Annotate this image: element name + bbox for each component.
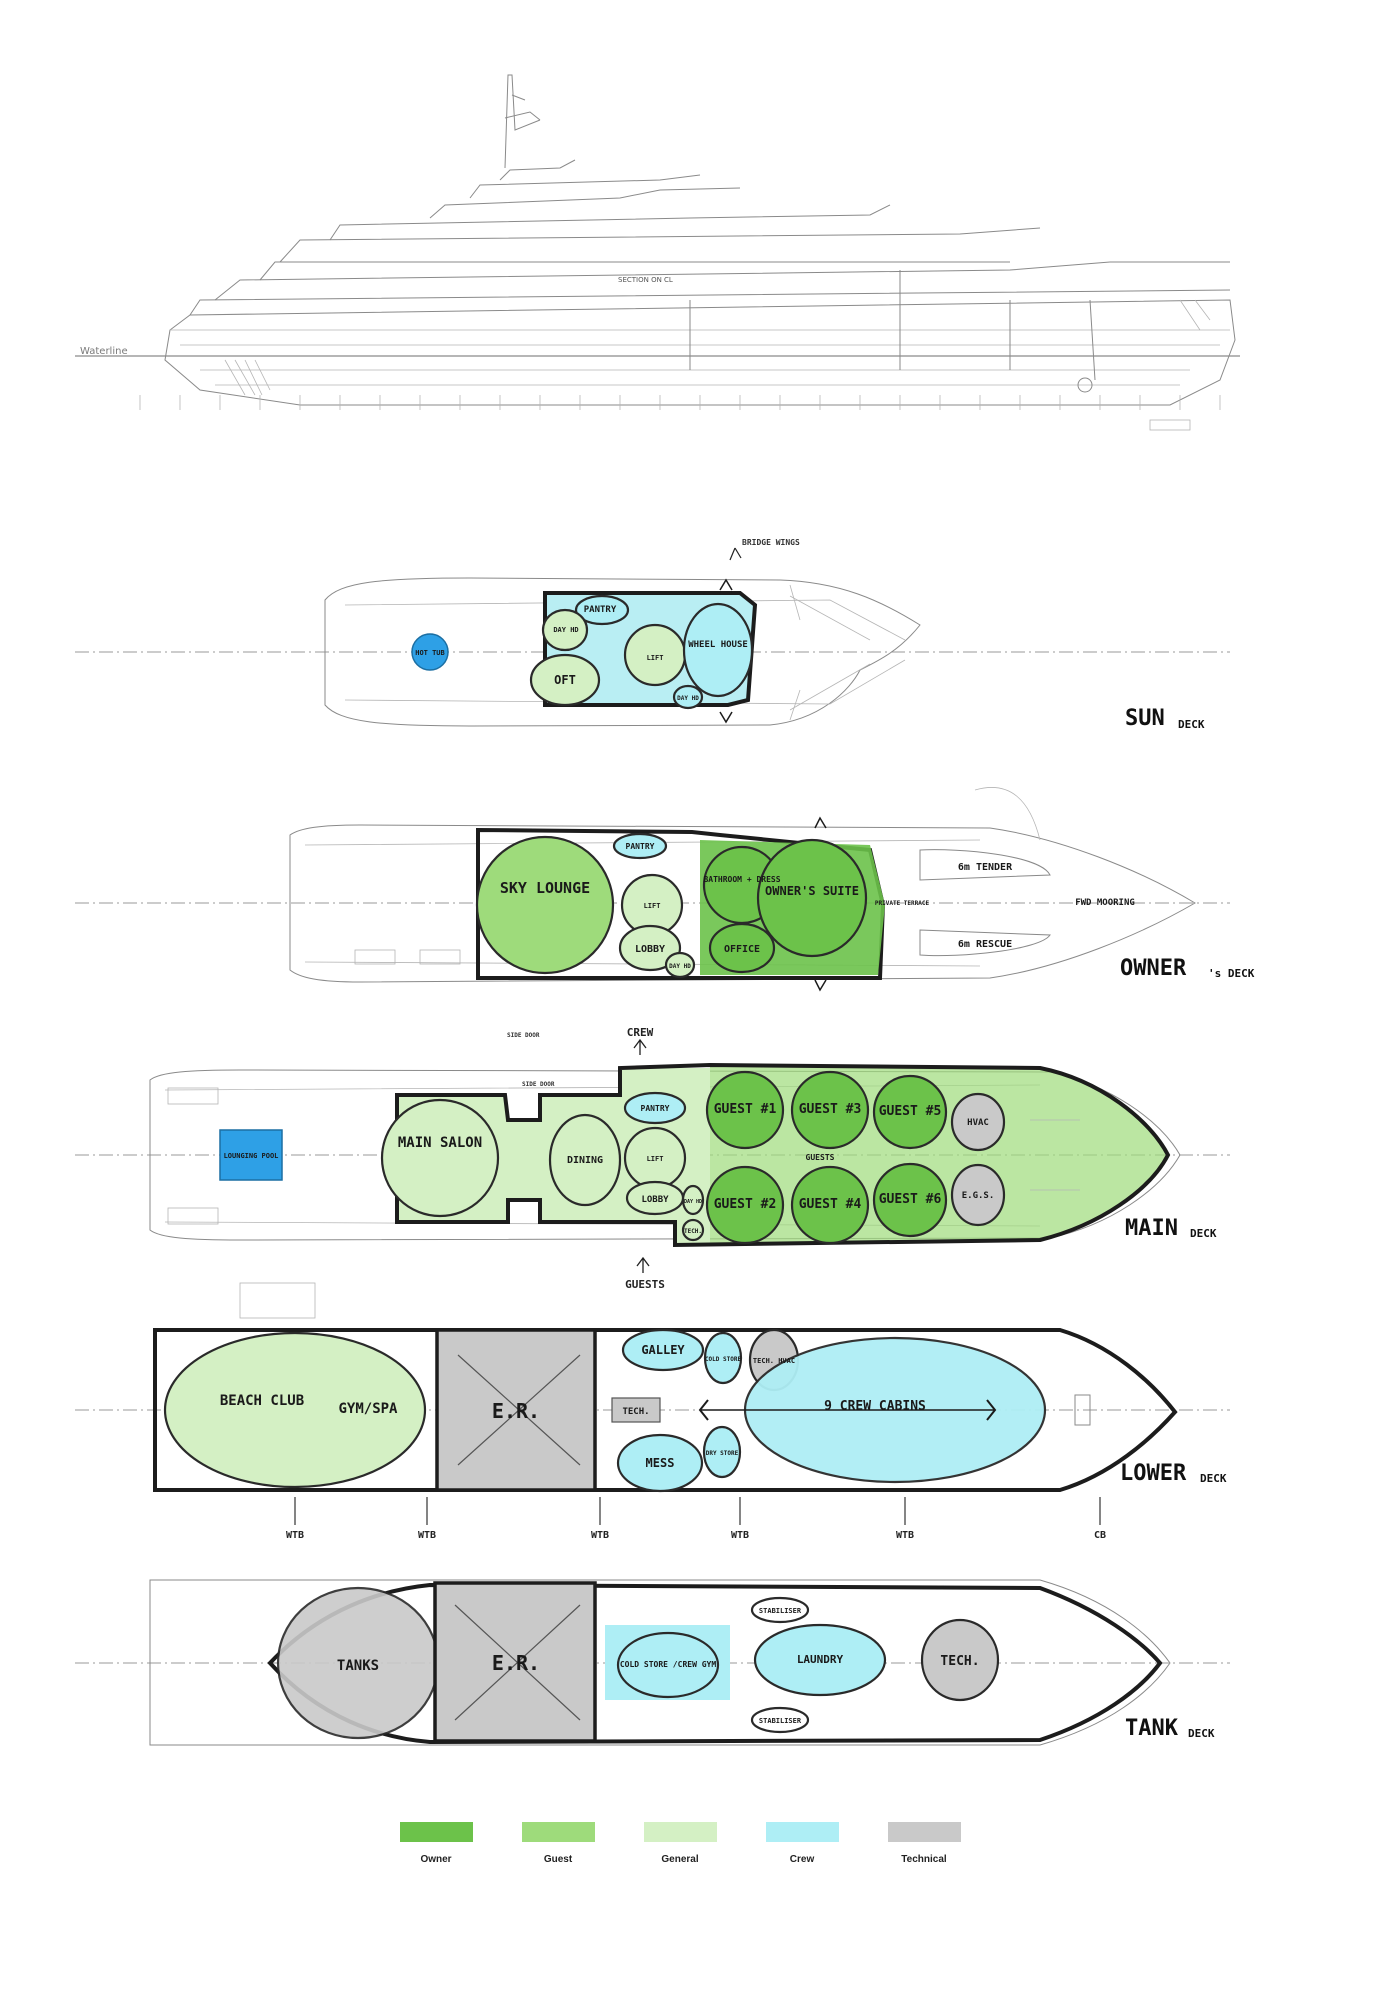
room-tank-tanks: TANKS — [337, 1658, 379, 1674]
room-owners-lift: LIFT — [644, 902, 661, 910]
room-main-guest-6: GUEST #6 — [879, 1192, 942, 1207]
owners-deck-title: OWNER — [1120, 956, 1187, 981]
room-main-guest-5: GUEST #5 — [879, 1104, 942, 1119]
room-sun-hot-tub: HOT TUB — [415, 649, 445, 657]
room-owners-pantry: PANTRY — [626, 842, 655, 851]
room-owners-suite: OWNER'S SUITE — [765, 884, 859, 898]
legend-label: Technical — [901, 1854, 947, 1865]
legend-label: Crew — [790, 1854, 815, 1865]
bulkhead-label: WTB — [286, 1530, 304, 1541]
room-sun-lift: LIFT — [647, 654, 664, 662]
room-owners-tender: 6m TENDER — [958, 862, 1013, 873]
room-main-lift: LIFT — [647, 1155, 664, 1163]
room-tank-stabiliser-port: STABILISER — [759, 1607, 802, 1615]
legend-swatch — [888, 1822, 961, 1842]
room-main-egs: E.G.S. — [962, 1191, 995, 1201]
lower-deck-suffix: DECK — [1200, 1472, 1227, 1485]
room-lower-tech: TECH. — [622, 1407, 649, 1417]
tank-deck-title: TANK — [1125, 1716, 1179, 1741]
room-sun-day-head-1: DAY HD — [553, 626, 578, 634]
room-main-day-head: DAY HD — [684, 1199, 702, 1205]
room-main-guest-2: GUEST #2 — [714, 1197, 777, 1212]
room-owners-sky-lounge: SKY LOUNGE — [500, 879, 590, 897]
room-owners-bathroom-dress: BATHROOM + DRESS — [703, 875, 780, 884]
lower-deck: BEACH CLUB GYM/SPA E.R. GALLEY TECH. MES… — [75, 1282, 1230, 1541]
main-crew-entry-note: CREW — [627, 1026, 654, 1039]
owners-deck: SKY LOUNGE PANTRY LIFT LOBBY DAY HD BATH… — [75, 787, 1255, 992]
room-main-dining: DINING — [567, 1155, 603, 1166]
room-main-lobby: LOBBY — [641, 1195, 669, 1205]
main-deck-suffix: DECK — [1190, 1227, 1217, 1240]
legend-label: Owner — [420, 1854, 451, 1865]
sun-deck: PANTRY DAY HD OFT LIFT WHEEL HOUSE DAY H… — [75, 538, 1230, 731]
room-lower-crew-cabins: 9 CREW CABINS — [824, 1399, 926, 1414]
room-owners-fwd-mooring: FWD MOORING — [1075, 898, 1135, 908]
legend-swatch — [522, 1822, 595, 1842]
room-owners-rescue: 6m RESCUE — [958, 939, 1012, 950]
bulkhead-label: WTB — [731, 1530, 749, 1541]
legend-swatch — [644, 1822, 717, 1842]
bulkhead-label: CB — [1094, 1530, 1106, 1541]
legend-label: Guest — [544, 1854, 573, 1865]
room-main-guest-3: GUEST #3 — [799, 1102, 862, 1117]
room-main-salon: MAIN SALON — [398, 1135, 482, 1151]
room-main-guest-1: GUEST #1 — [714, 1102, 777, 1117]
sun-deck-title: SUN — [1125, 706, 1165, 731]
room-lower-beach-club: BEACH CLUB — [220, 1393, 304, 1409]
room-sun-day-head-2: DAY HD — [677, 695, 699, 702]
room-main-guest-4: GUEST #4 — [799, 1197, 862, 1212]
main-deck-title: MAIN — [1125, 1216, 1178, 1241]
room-lower-mess: MESS — [646, 1456, 675, 1470]
legend-label: General — [661, 1854, 698, 1865]
room-main-pantry: PANTRY — [641, 1104, 670, 1113]
room-tank-laundry: LAUNDRY — [797, 1653, 844, 1666]
bridge-wings-note: BRIDGE WINGS — [742, 538, 800, 547]
owners-deck-suffix: 's DECK — [1208, 967, 1255, 980]
main-guests-entry-note: GUESTS — [625, 1278, 665, 1291]
room-owners-day-head: DAY HD — [669, 963, 691, 970]
bulkhead-label: WTB — [591, 1530, 609, 1541]
room-sun-oft: OFT — [554, 673, 576, 687]
lower-deck-title: LOWER — [1120, 1461, 1187, 1486]
room-main-lounging-pool: LOUNGING POOL — [224, 1152, 279, 1160]
room-owners-lobby: LOBBY — [635, 944, 665, 955]
section-title: SECTION ON CL — [618, 276, 673, 284]
legend-swatch — [766, 1822, 839, 1842]
waterline-label: Waterline — [80, 346, 128, 357]
room-tank-stabiliser-stbd: STABILISER — [759, 1717, 802, 1725]
tank-deck-suffix: DECK — [1188, 1727, 1215, 1740]
bulkhead-label: WTB — [896, 1530, 914, 1541]
bulkhead-label: WTB — [418, 1530, 436, 1541]
room-lower-engine-room: E.R. — [492, 1399, 540, 1423]
sun-deck-suffix: DECK — [1178, 718, 1205, 731]
room-tank-tech: TECH. — [940, 1654, 979, 1669]
room-main-tech: TECH. — [684, 1228, 702, 1235]
room-sun-wheel-house: WHEEL HOUSE — [688, 640, 748, 650]
profile-section: Waterline SECTION ON CL — [75, 74, 1240, 431]
room-lower-galley: GALLEY — [641, 1343, 685, 1357]
main-side-door-note-2: SIDE DOOR — [522, 1081, 555, 1088]
room-sun-pantry: PANTRY — [584, 605, 617, 615]
room-lower-gym-spa: GYM/SPA — [338, 1401, 398, 1417]
legend-swatch — [400, 1822, 473, 1842]
room-owners-private-terrace: PRIVATE TERRACE — [875, 900, 930, 907]
room-owners-office: OFFICE — [724, 944, 760, 955]
room-main-hvac: HVAC — [967, 1118, 989, 1128]
room-lower-cold-store: COLD STORE — [705, 1356, 742, 1363]
main-deck: LOUNGING POOL MAIN SALON DINING PANTRY L… — [75, 1026, 1230, 1291]
tank-deck: TANKS E.R. COLD STORE /CREW GYM LAUNDRY … — [75, 1579, 1230, 1746]
room-lower-tech-hvac: TECH. HVAC — [753, 1357, 795, 1365]
room-tank-engine-room: E.R. — [492, 1651, 540, 1675]
main-side-door-note-1: SIDE DOOR — [507, 1032, 540, 1039]
legend: Owner Guest General Crew Technical — [400, 1822, 961, 1865]
room-main-guests-corridor: GUESTS — [806, 1153, 835, 1162]
room-tank-cold-store-crew-gym: COLD STORE /CREW GYM — [620, 1660, 717, 1669]
room-lower-dry-store: DRY STORE — [706, 1450, 739, 1457]
